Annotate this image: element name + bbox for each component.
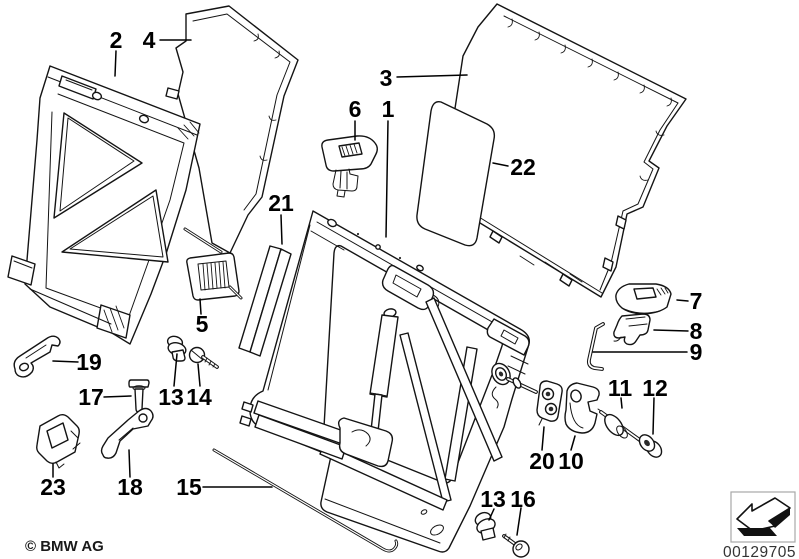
callout-label-18: 18 (117, 474, 143, 500)
callout-label-3: 3 (380, 65, 393, 91)
part-2-backrest-frame (7, 65, 201, 345)
callout-label-23: 23 (40, 474, 66, 500)
callout-label-12: 12 (642, 375, 668, 401)
callout-label-17: 17 (78, 384, 104, 410)
part-6-latch-handle (321, 135, 378, 198)
part-10-striker (564, 382, 600, 434)
callout-label-11: 11 (608, 375, 633, 401)
callout-label-4: 4 (143, 27, 156, 53)
part-20-lock-bracket (536, 380, 563, 426)
footer: © BMW AG 00129705 (25, 491, 796, 559)
part-13-push-pin-left (166, 335, 187, 362)
callout-label-13-left: 13 (158, 384, 184, 410)
callout-label-20: 20 (529, 448, 555, 474)
part-16-screw-bottom (502, 533, 530, 558)
part-7-cover-cap (615, 283, 672, 315)
part-8-clip (613, 313, 651, 346)
callout-label-7: 7 (690, 288, 703, 314)
part-13-push-pin-bottom (474, 511, 496, 541)
diagram-stamp: 00129705 (723, 491, 796, 559)
callout-label-2: 2 (110, 27, 123, 53)
leader-lines (52, 39, 689, 536)
part-22-pad (416, 101, 496, 247)
part-3-trim-panel-right (451, 3, 687, 298)
callout-label-15: 15 (176, 474, 202, 500)
part-17-bolt (128, 379, 150, 413)
callout-label-6: 6 (349, 96, 362, 122)
part-9-spring-wire (586, 322, 605, 371)
callout-labels: 2 4 3 6 1 22 21 5 19 17 13 14 23 18 15 7… (40, 27, 702, 512)
copyright-text: © BMW AG (25, 538, 104, 555)
part-19-hook-lever (13, 335, 61, 378)
callout-label-16: 16 (510, 486, 536, 512)
callout-label-19: 19 (76, 349, 102, 375)
callout-label-9: 9 (690, 339, 703, 365)
callout-label-21: 21 (268, 190, 294, 216)
part-1-seat-frame (239, 210, 538, 553)
callout-label-8: 8 (690, 318, 703, 344)
part-21-trim-strip (238, 245, 292, 357)
part-12-nut (638, 434, 663, 458)
part-4-trim-panel-left (165, 5, 299, 254)
part-18-lever (100, 407, 154, 459)
callout-label-13-bottom: 13 (480, 486, 506, 512)
part-23-bracket (36, 414, 81, 469)
callout-label-14: 14 (186, 384, 212, 410)
callout-label-10: 10 (558, 448, 584, 474)
arrow-down-left-3d-icon (736, 497, 791, 536)
part-5-vent-plate (183, 227, 243, 301)
callout-label-22: 22 (510, 154, 536, 180)
callout-label-1: 1 (382, 96, 395, 122)
callout-label-5: 5 (196, 311, 209, 337)
part-15-rod (212, 448, 399, 553)
stamp-number: 00129705 (723, 544, 796, 559)
part-14-screw-left (188, 346, 219, 369)
